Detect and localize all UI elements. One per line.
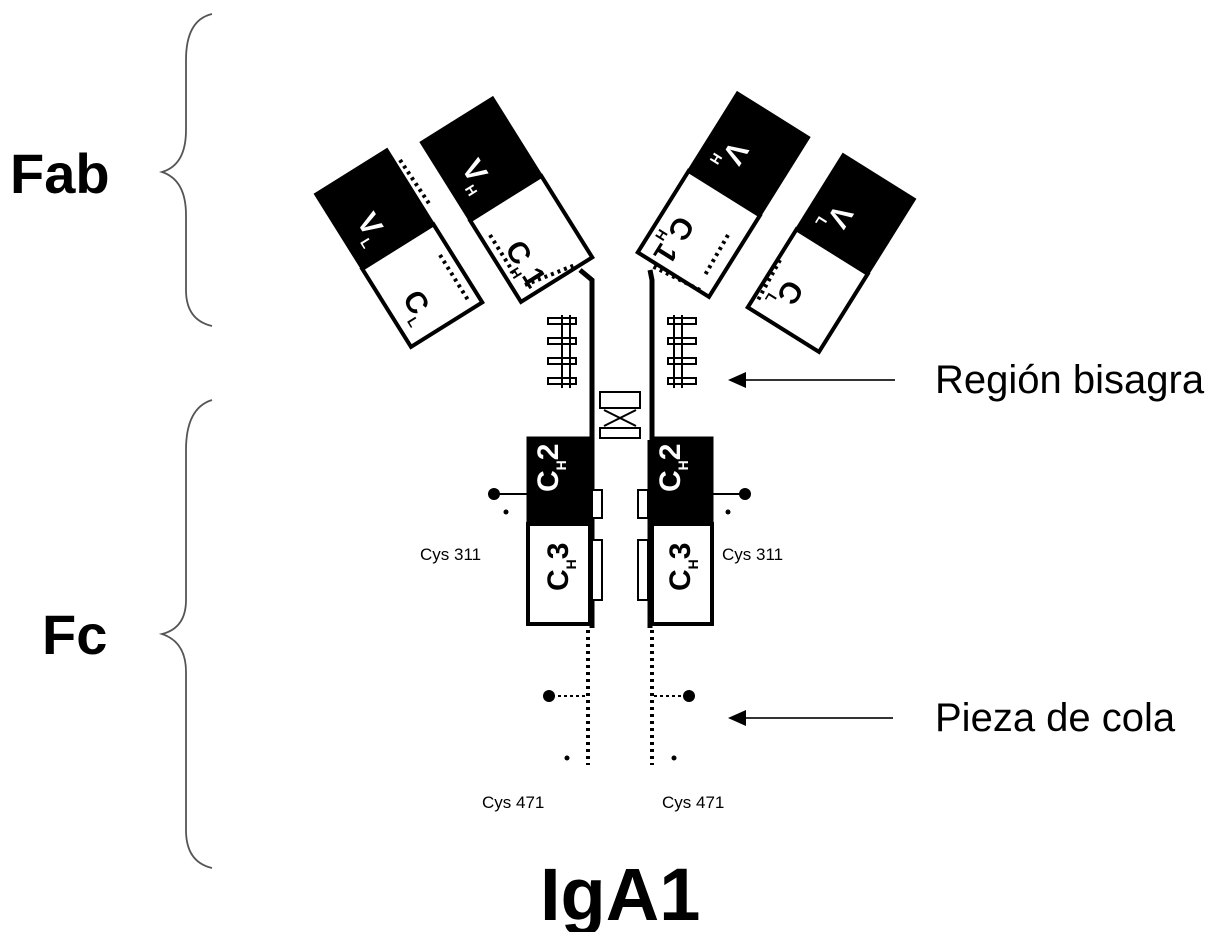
left-hinge-coils — [548, 315, 576, 388]
cys311-right-label: Cys 311 — [722, 545, 783, 564]
hinge-label: Región bisagra — [935, 358, 1205, 402]
diagram-title: IgA1 — [540, 853, 700, 932]
left-hinge-chain — [580, 270, 592, 440]
right-hinge-coils — [668, 315, 696, 388]
fc-label: Fc — [42, 603, 107, 666]
tailpiece-arrowhead — [728, 710, 746, 726]
cys471-right-label: Cys 471 — [662, 793, 724, 812]
hinge-arrowhead — [728, 372, 746, 388]
cys471-left-label: Cys 471 — [482, 793, 544, 812]
fc-brace — [162, 400, 212, 868]
cys311-left-label: Cys 311 — [420, 545, 481, 564]
right-hinge-chain — [650, 270, 652, 440]
tailpiece-label: Pieza de cola — [935, 696, 1176, 740]
hinge-disulfide-bridges — [600, 392, 640, 438]
fab-label: Fab — [10, 142, 110, 205]
fab-brace — [162, 14, 212, 326]
